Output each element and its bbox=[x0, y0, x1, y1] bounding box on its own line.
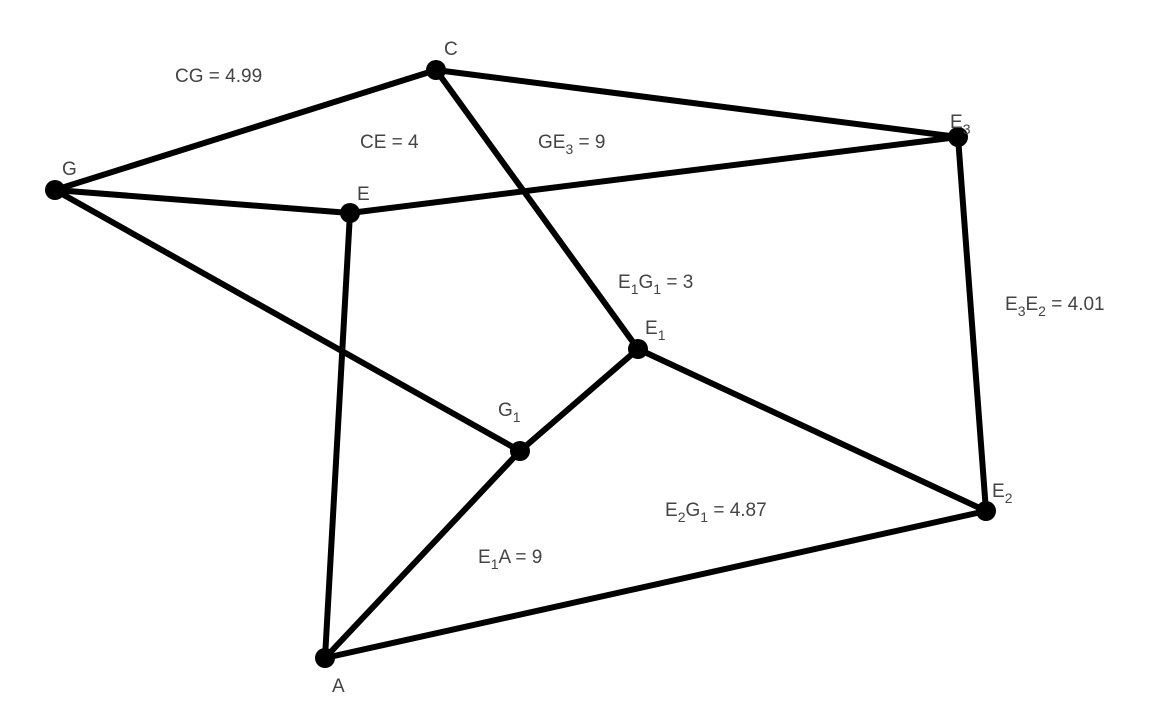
edge-length-label-CG: CG = 4.99 bbox=[175, 66, 262, 87]
edge-E1-G1 bbox=[517, 346, 641, 454]
vertex-C[interactable] bbox=[426, 60, 446, 80]
vertex-label-G: G bbox=[62, 159, 77, 180]
vertex-E1[interactable] bbox=[628, 339, 648, 359]
vertex-E[interactable] bbox=[340, 203, 360, 223]
vertex-E2[interactable] bbox=[976, 501, 996, 521]
subscript: 3 bbox=[1018, 303, 1026, 319]
edge-E1-E2 bbox=[635, 346, 989, 514]
label-text: G bbox=[498, 400, 513, 421]
edge-length-label-E1G1: E1G1 = 3 bbox=[618, 272, 693, 297]
subscript: 2 bbox=[1038, 303, 1046, 319]
label-text: = 4.01 bbox=[1046, 294, 1105, 315]
label-text: E bbox=[645, 318, 658, 339]
edge-G-E bbox=[52, 187, 353, 216]
edge-length-label-E2G1: E2G1 = 4.87 bbox=[665, 500, 767, 525]
edge-length-label-E3E2: E3E2 = 4.01 bbox=[1005, 294, 1105, 319]
edge-C-E3 bbox=[433, 67, 961, 140]
vertex-A[interactable] bbox=[315, 648, 335, 668]
label-text: E bbox=[992, 481, 1005, 502]
vertex-label-A: A bbox=[332, 676, 345, 697]
vertex-label-E2: E2 bbox=[992, 481, 1013, 506]
subscript: 2 bbox=[678, 509, 686, 525]
edge-length-label-CE: CE = 4 bbox=[360, 132, 419, 153]
edge-E3-E2 bbox=[955, 134, 989, 514]
edge-E-E3 bbox=[347, 134, 961, 216]
subscript: 2 bbox=[1005, 490, 1013, 506]
subscript: 1 bbox=[491, 556, 499, 572]
edge-A-E2 bbox=[322, 508, 989, 661]
label-text: E bbox=[665, 500, 678, 521]
vertex-label-G1: G1 bbox=[498, 400, 521, 425]
edge-C-E1 bbox=[433, 67, 641, 352]
label-text: E bbox=[950, 112, 963, 133]
label-text: E bbox=[357, 184, 370, 205]
label-text: G bbox=[685, 500, 700, 521]
label-text: CG = 4.99 bbox=[175, 66, 262, 87]
edge-C-G bbox=[52, 67, 439, 193]
subscript: 1 bbox=[658, 327, 666, 343]
vertex-G[interactable] bbox=[45, 180, 65, 200]
label-text: E bbox=[1025, 294, 1038, 315]
label-text: E bbox=[1005, 294, 1018, 315]
label-text: = 3 bbox=[661, 272, 693, 293]
subscript: 1 bbox=[631, 281, 639, 297]
vertices bbox=[45, 60, 996, 668]
vertex-label-E1: E1 bbox=[645, 318, 666, 343]
label-text: = 9 bbox=[573, 132, 605, 153]
label-text: A bbox=[332, 676, 345, 697]
label-text: E bbox=[478, 547, 491, 568]
label-text: E bbox=[618, 272, 631, 293]
edge-G-G1 bbox=[52, 187, 523, 454]
label-text: CE = 4 bbox=[360, 132, 419, 153]
subscript: 3 bbox=[963, 121, 971, 137]
edge-E-A bbox=[322, 210, 353, 661]
subscript: 3 bbox=[565, 141, 573, 157]
vertex-label-E3: E3 bbox=[950, 112, 971, 137]
subscript: 1 bbox=[513, 409, 521, 425]
vertex-E3[interactable] bbox=[948, 127, 968, 147]
edges bbox=[52, 67, 989, 661]
vertex-label-E: E bbox=[357, 184, 370, 205]
label-text: G bbox=[62, 159, 77, 180]
label-text: GE bbox=[538, 132, 565, 153]
label-text: G bbox=[638, 272, 653, 293]
label-text: = 4.87 bbox=[708, 500, 767, 521]
edge-length-label-E1A: E1A = 9 bbox=[478, 547, 542, 572]
subscript: 1 bbox=[700, 509, 708, 525]
subscript: 1 bbox=[653, 281, 661, 297]
label-text: C bbox=[444, 39, 458, 60]
edge-length-label-GE3: GE3 = 9 bbox=[538, 132, 605, 157]
edge-G1-A bbox=[322, 448, 523, 661]
vertex-label-C: C bbox=[444, 39, 458, 60]
label-text: A = 9 bbox=[498, 547, 542, 568]
vertex-G1[interactable] bbox=[510, 441, 530, 461]
